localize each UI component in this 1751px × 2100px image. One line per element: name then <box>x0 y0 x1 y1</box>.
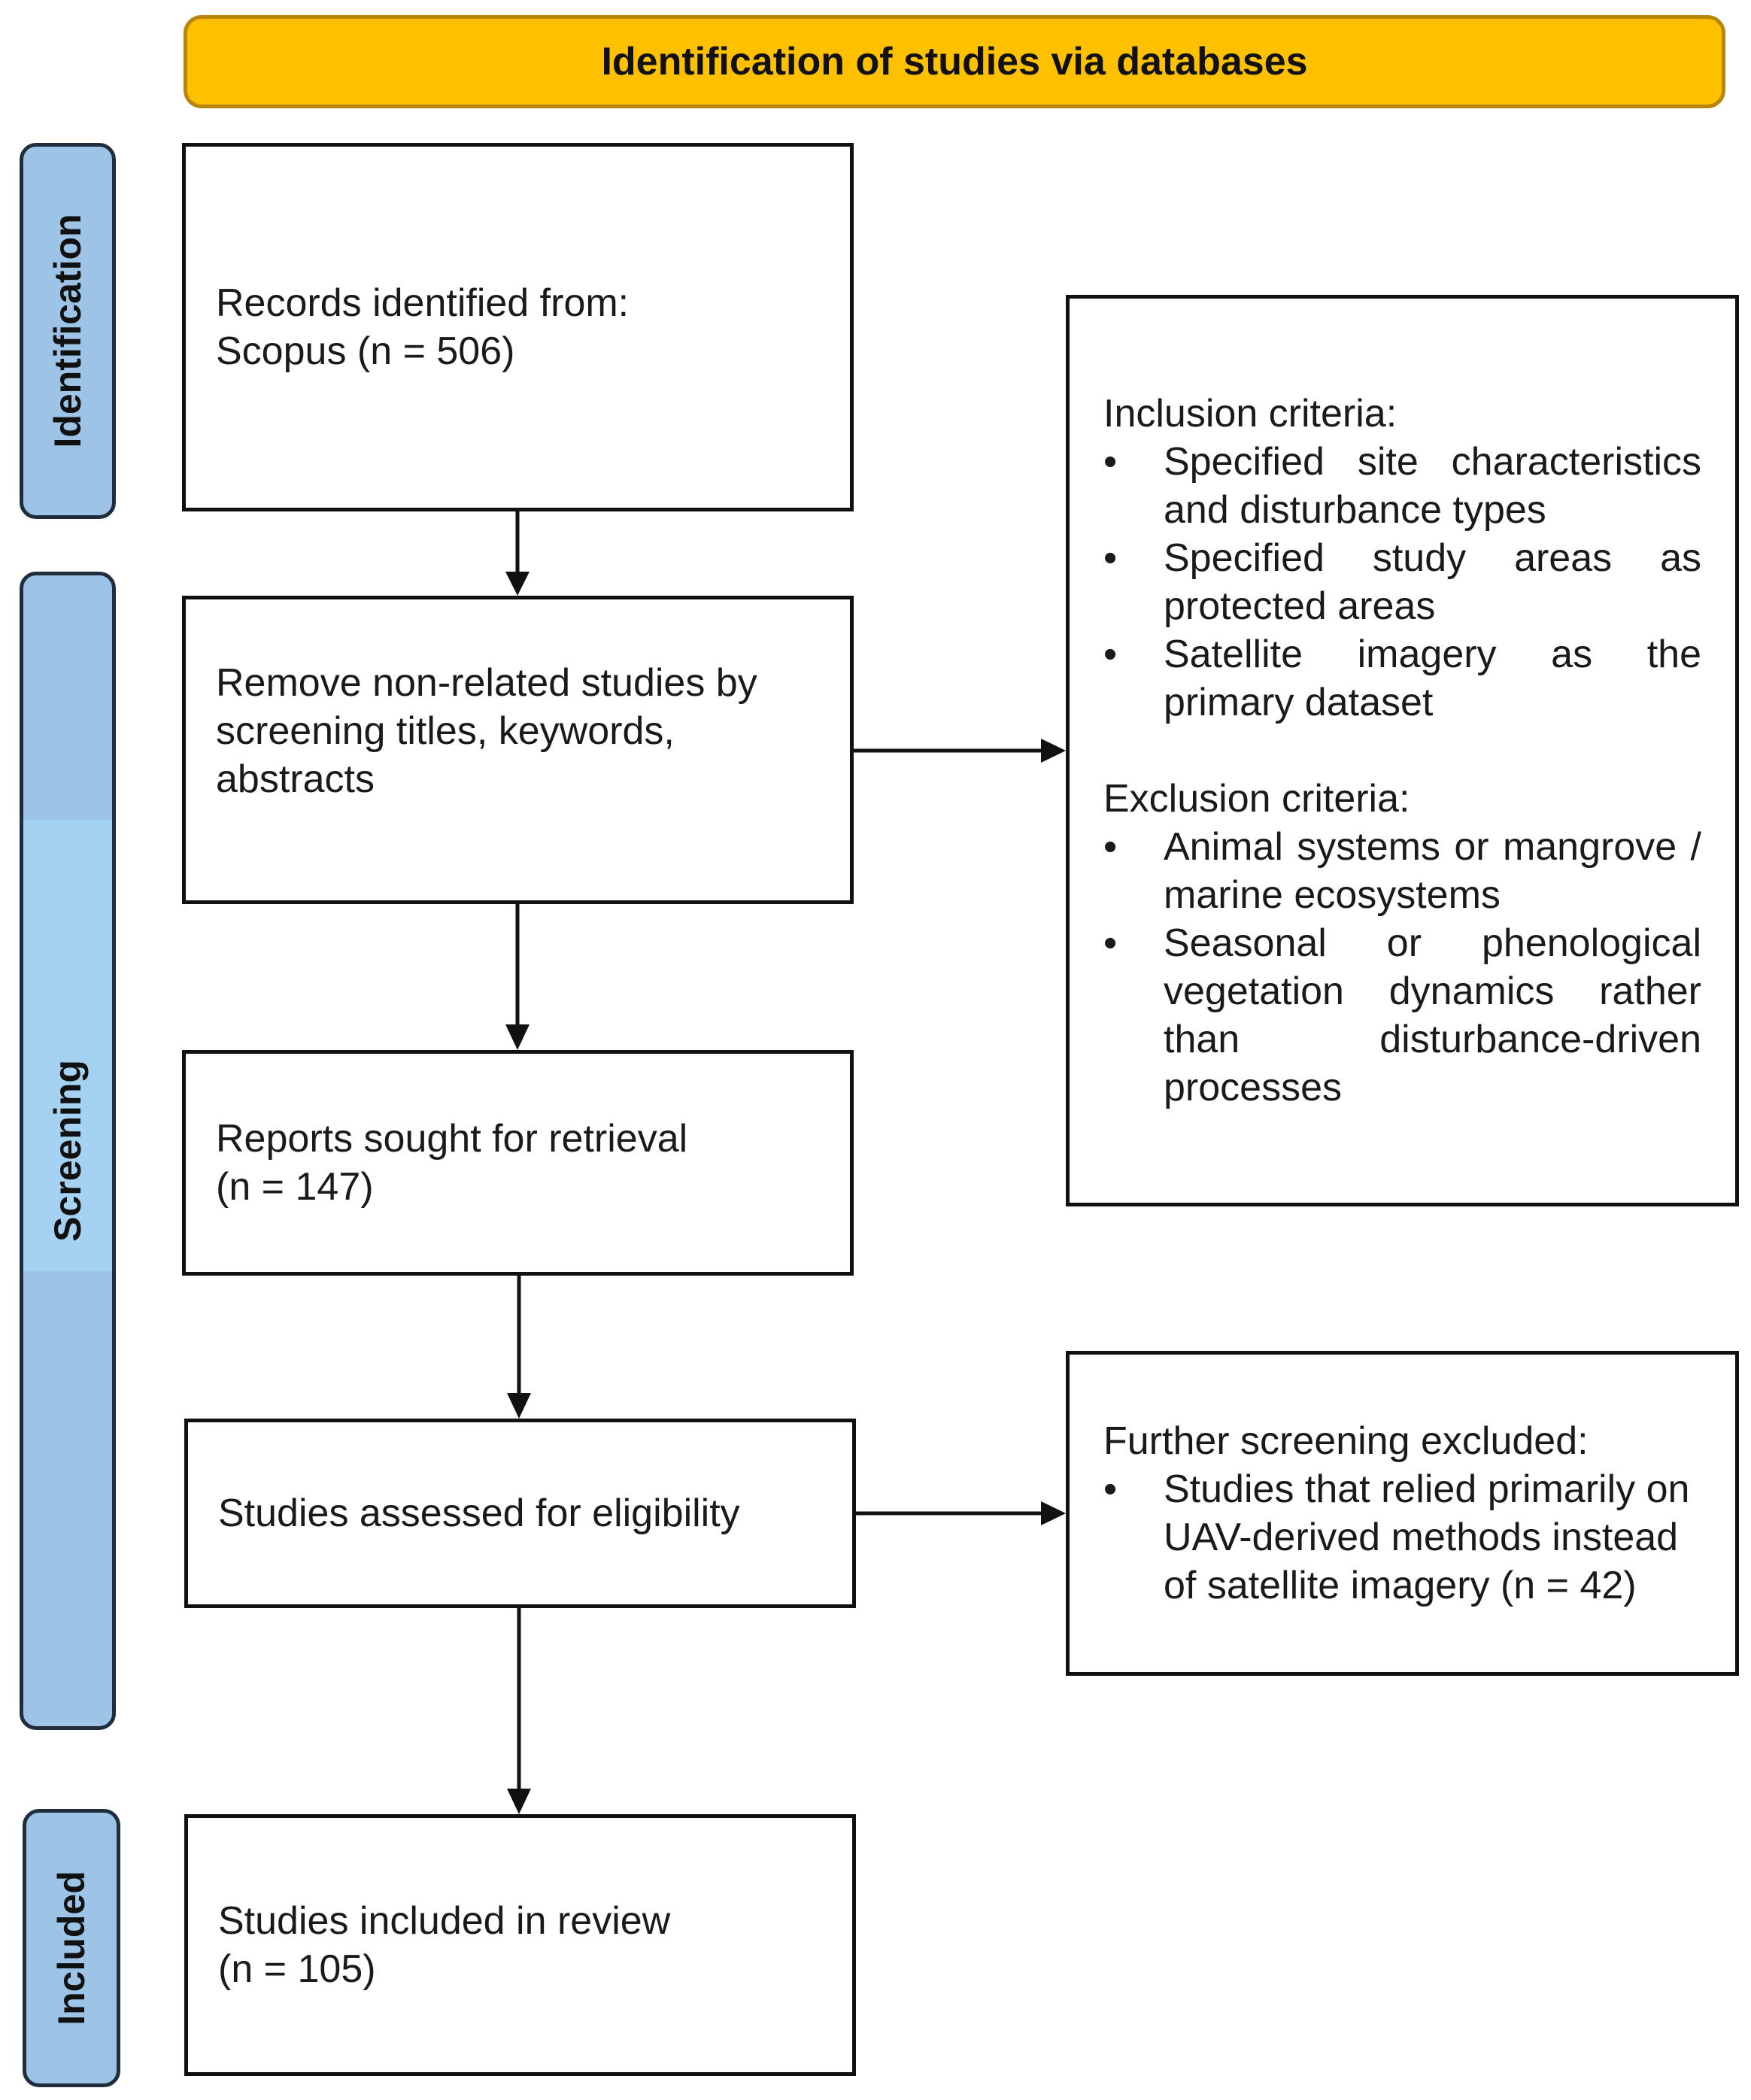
arrowhead <box>1041 1501 1066 1525</box>
bullet-icon: • <box>1103 1467 1118 1511</box>
remove-text: Remove non-related studies by screening … <box>216 661 757 801</box>
included-count: (n = 105) <box>218 1947 376 1991</box>
bullet-icon: • <box>1103 825 1118 869</box>
records-count: Scopus (n = 506) <box>216 329 515 373</box>
records-source-label: Records identified from: <box>216 281 630 325</box>
inclusion-item: •Specified study areas as protected area… <box>1103 534 1701 630</box>
exclusion-item: •Seasonal or phenological vegetation dyn… <box>1103 919 1701 1112</box>
arrowhead <box>507 1393 531 1419</box>
bullet-icon: • <box>1103 440 1118 484</box>
stage-included: Included <box>23 1809 120 2087</box>
bullet-icon: • <box>1103 633 1118 676</box>
arrowhead <box>507 1789 531 1814</box>
stage-screening-highlight <box>23 820 112 1271</box>
further-item: •Studies that relied primarily on UAV-de… <box>1103 1465 1701 1610</box>
further-list: •Studies that relied primarily on UAV-de… <box>1103 1465 1701 1610</box>
box-included-review: Studies included in review (n = 105) <box>184 1814 856 2076</box>
reports-label: Reports sought for retrieval <box>216 1117 688 1161</box>
reports-count: (n = 147) <box>216 1165 374 1209</box>
assessed-text: Studies assessed for eligibility <box>218 1492 740 1535</box>
box-remove-non-related: Remove non-related studies by screening … <box>182 596 854 904</box>
header-banner: Identification of studies via databases <box>184 15 1725 108</box>
bullet-icon: • <box>1103 921 1118 965</box>
inclusion-item: •Satellite imagery as the primary datase… <box>1103 630 1701 727</box>
box-records-identified: Records identified from: Scopus (n = 506… <box>182 143 854 511</box>
arrowhead <box>505 572 530 596</box>
inclusion-title: Inclusion criteria: <box>1103 392 1397 435</box>
stage-identification: Identification <box>20 143 116 519</box>
box-reports-sought: Reports sought for retrieval (n = 147) <box>182 1050 854 1276</box>
box-further-screening: Further screening excluded: •Studies tha… <box>1066 1351 1739 1676</box>
bullet-icon: • <box>1103 536 1118 580</box>
exclusion-list: •Animal systems or mangrove / marine eco… <box>1103 823 1701 1112</box>
stage-screening: Screening <box>20 572 116 1730</box>
further-title: Further screening excluded: <box>1103 1419 1589 1463</box>
arrowhead <box>505 1024 530 1050</box>
exclusion-item: •Animal systems or mangrove / marine eco… <box>1103 823 1701 919</box>
exclusion-title: Exclusion criteria: <box>1103 777 1410 821</box>
header-title: Identification of studies via databases <box>601 40 1308 83</box>
inclusion-item: •Specified site characteristics and dist… <box>1103 438 1701 534</box>
box-criteria: Inclusion criteria: •Specified site char… <box>1066 295 1739 1206</box>
arrowhead <box>1041 739 1066 763</box>
included-label: Studies included in review <box>218 1899 671 1943</box>
inclusion-list: •Specified site characteristics and dist… <box>1103 438 1701 727</box>
box-assessed-eligibility: Studies assessed for eligibility <box>184 1419 856 1608</box>
